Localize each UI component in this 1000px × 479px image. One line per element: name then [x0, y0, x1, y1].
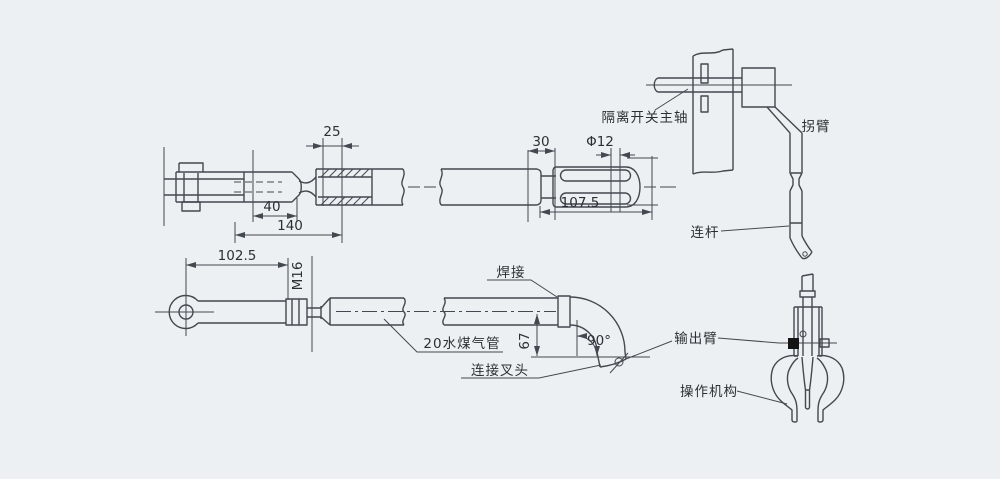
- label-operating-mechanism: 操作机构: [680, 384, 738, 400]
- dim-102-5: 102.5: [218, 248, 257, 264]
- label-main-shaft: 隔离开关主轴: [602, 109, 689, 126]
- leader-gas-pipe: [383, 318, 503, 353]
- dim-140: 140: [277, 218, 303, 234]
- crank-hub: [741, 67, 776, 108]
- dim-107-5: 107.5: [561, 195, 600, 211]
- dim-67: 67: [517, 332, 533, 349]
- threaded-coupler: [285, 298, 308, 326]
- dim-90deg: 90°: [587, 333, 611, 349]
- label-crank-arm: 拐臂: [802, 119, 831, 135]
- leader-operating-mechanism: [736, 390, 788, 405]
- dim-30: 30: [532, 134, 549, 150]
- break-line: [401, 168, 405, 206]
- crank-linkage-assembly: 隔离开关主轴 拐臂 连杆 输出臂 操作机构: [602, 48, 845, 423]
- label-fork-head: 连接叉头: [471, 362, 529, 379]
- slot-bottom: [559, 192, 632, 205]
- label-gas-pipe: 20水煤气管: [423, 336, 500, 352]
- slot-top: [559, 169, 632, 182]
- dim-40: 40: [263, 199, 280, 215]
- dim-m16: M16: [290, 262, 306, 291]
- leader-connecting-rod: [720, 225, 790, 232]
- eye-rod-pipe-view: 102.5 M16 67 90° 焊接 20水煤气管 连接叉头: [155, 248, 650, 379]
- weld-hatch-top: [320, 168, 370, 178]
- flattened-fork-end: [552, 166, 641, 208]
- leader-weld: [487, 279, 558, 298]
- leader-output-arm: [625, 337, 780, 360]
- operating-mechanism-shape: [770, 354, 845, 423]
- connecting-rod-shape: [789, 191, 803, 238]
- rod-end-turnbuckle-view: 25 40 140: [163, 124, 436, 243]
- weld-hatch-bottom: [320, 196, 370, 206]
- leader-fork-head: [461, 364, 602, 379]
- dim-phi12: Φ12: [586, 134, 614, 150]
- label-output-arm: 输出臂: [674, 331, 718, 347]
- break-line: [402, 297, 406, 326]
- fork-head-shape: [793, 306, 823, 357]
- label-connecting-rod: 连杆: [691, 225, 720, 241]
- dim-25: 25: [323, 124, 340, 140]
- label-weld: 焊接: [497, 264, 526, 281]
- slotted-pipe-end-view: 30 Φ12 107.5: [439, 134, 676, 222]
- mounting-plate: [692, 48, 734, 175]
- weld-collar: [557, 295, 571, 328]
- break-line: [442, 297, 446, 326]
- crank-arm-shape: [766, 106, 803, 173]
- break-line: [439, 168, 443, 206]
- leader-main-shaft: [654, 88, 689, 111]
- clevis-pin: [178, 162, 204, 212]
- clamp-bolt: [788, 338, 799, 349]
